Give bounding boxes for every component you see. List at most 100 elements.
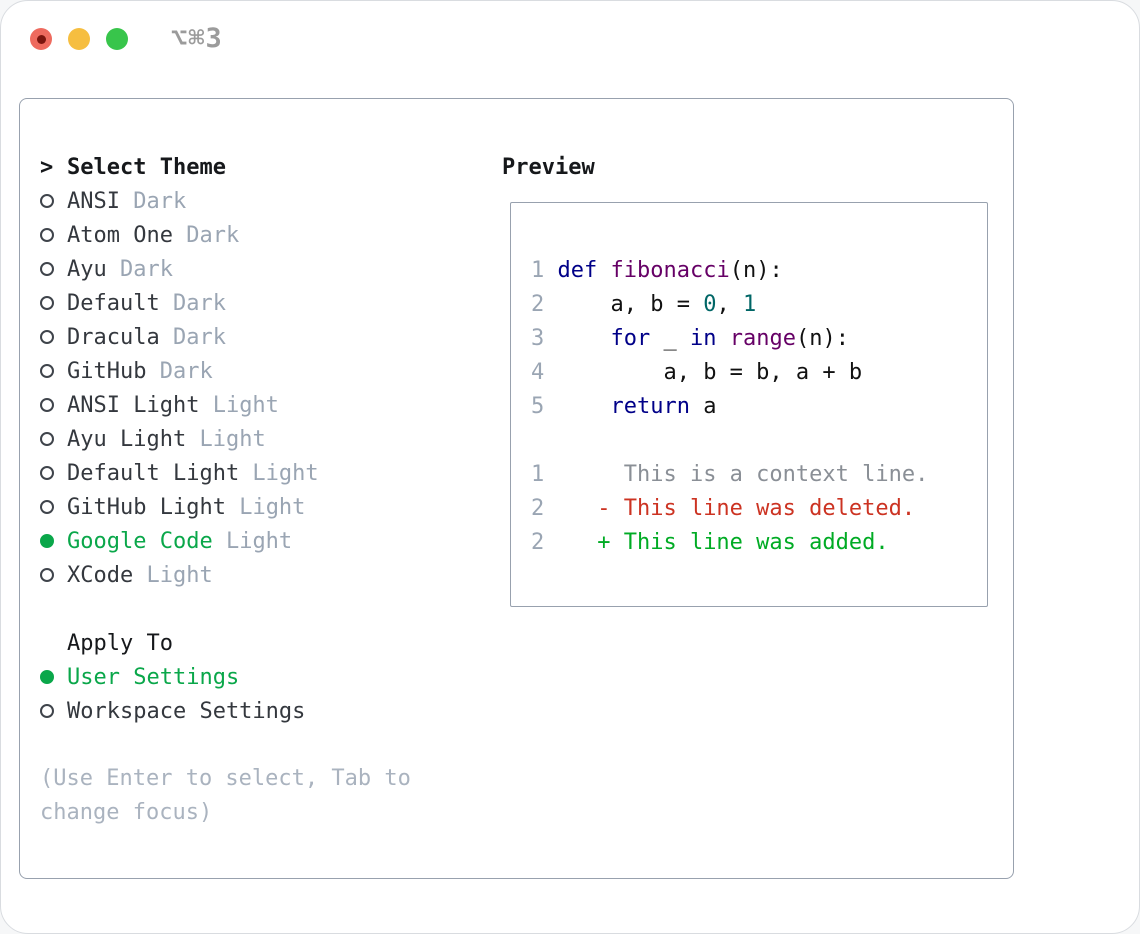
line-number: 2 xyxy=(531,495,545,521)
radio-circle xyxy=(40,670,54,684)
apply-option-label: User Settings xyxy=(67,664,240,690)
radio-icon xyxy=(40,398,67,412)
theme-item-label: XCode xyxy=(67,562,134,588)
radio-icon xyxy=(40,228,67,242)
apply-option-label: Workspace Settings xyxy=(67,698,306,724)
theme-item-label: Default xyxy=(67,290,160,316)
theme-item-github-light[interactable]: GitHub Light Light xyxy=(40,490,424,524)
close-button-dot-icon xyxy=(36,34,46,44)
minimize-button[interactable] xyxy=(68,28,90,50)
theme-item-variant: Dark xyxy=(159,324,226,350)
line-number: 1 xyxy=(531,257,558,283)
radio-circle xyxy=(40,568,54,582)
theme-item-ayu-light[interactable]: Ayu Light Light xyxy=(40,422,424,456)
radio-circle xyxy=(40,262,54,276)
theme-item-variant: Light xyxy=(199,392,279,418)
radio-icon xyxy=(40,432,67,446)
titlebar: ⌥⌘3 xyxy=(1,1,1139,77)
select-theme-title: Select Theme xyxy=(67,154,226,180)
code-segment: for xyxy=(610,325,651,351)
preview-pane: Preview 1 def fibonacci(n):2 a, b = 0, 1… xyxy=(502,150,988,607)
theme-item-default[interactable]: Default Dark xyxy=(40,286,424,320)
radio-selected-icon xyxy=(40,670,67,684)
diff-line-context: 1 This is a context line. xyxy=(531,457,987,491)
radio-icon xyxy=(40,296,67,310)
preview-header: Preview xyxy=(502,150,988,184)
theme-item-variant: Dark xyxy=(159,290,226,316)
radio-circle xyxy=(40,466,54,480)
code-segment: a, b = b, a + b xyxy=(557,359,863,385)
theme-item-github[interactable]: GitHub Dark xyxy=(40,354,424,388)
theme-item-label: Google Code xyxy=(67,528,213,554)
theme-item-ayu[interactable]: Ayu Dark xyxy=(40,252,424,286)
code-segment xyxy=(558,326,611,351)
radio-icon xyxy=(40,330,67,344)
radio-circle xyxy=(40,398,54,412)
diff-text: - This line was deleted. xyxy=(544,495,916,521)
radio-circle xyxy=(40,364,54,378)
theme-item-ansi[interactable]: ANSI Dark xyxy=(40,184,424,218)
apply-option-workspace-settings[interactable]: Workspace Settings xyxy=(40,694,424,728)
preview-title: Preview xyxy=(502,154,595,180)
code-segment: 1 xyxy=(742,291,757,317)
maximize-button[interactable] xyxy=(106,28,128,50)
code-line: 2 a, b = 0, 1 xyxy=(531,287,987,321)
code-line: 1 def fibonacci(n): xyxy=(531,253,987,287)
code-segment: return xyxy=(610,393,690,419)
spacer xyxy=(40,592,424,626)
line-number: 4 xyxy=(531,359,558,385)
select-theme-header: > Select Theme xyxy=(40,150,424,184)
theme-item-atom-one[interactable]: Atom One Dark xyxy=(40,218,424,252)
window-title: ⌥⌘3 xyxy=(171,23,223,54)
code-segment: , xyxy=(716,291,743,317)
theme-item-google-code[interactable]: Google Code Light xyxy=(40,524,424,558)
code-segment xyxy=(558,394,611,419)
radio-circle xyxy=(40,228,54,242)
code-segment: range xyxy=(729,325,796,351)
radio-icon xyxy=(40,364,67,378)
code-line: 4 a, b = b, a + b xyxy=(531,355,987,389)
theme-item-variant: Light xyxy=(212,528,293,554)
radio-circle xyxy=(40,704,54,718)
code-segment: a, b = xyxy=(557,291,704,317)
theme-item-label: GitHub Light xyxy=(67,494,226,520)
line-number: 3 xyxy=(531,325,558,351)
code-line: 3 for _ in range(n): xyxy=(531,321,987,355)
theme-item-label: Default Light xyxy=(67,460,240,486)
line-number: 1 xyxy=(531,461,545,487)
theme-item-default-light[interactable]: Default Light Light xyxy=(40,456,424,490)
radio-icon xyxy=(40,704,67,718)
theme-item-dracula[interactable]: Dracula Dark xyxy=(40,320,424,354)
radio-icon xyxy=(40,262,67,276)
code-segment: in xyxy=(689,325,717,351)
radio-icon xyxy=(40,194,67,208)
spacer xyxy=(531,423,987,457)
code-line: 5 return a xyxy=(531,389,987,423)
close-button[interactable] xyxy=(30,28,52,50)
apply-option-user-settings[interactable]: User Settings xyxy=(40,660,424,694)
radio-icon xyxy=(40,568,67,582)
theme-item-variant: Dark xyxy=(119,188,187,214)
line-number: 2 xyxy=(531,529,545,555)
theme-item-label: Ayu Light xyxy=(67,426,187,452)
theme-item-xcode[interactable]: XCode Light xyxy=(40,558,424,592)
radio-icon xyxy=(40,500,67,514)
apply-to-title: Apply To xyxy=(67,630,173,656)
line-number: 2 xyxy=(531,291,558,317)
code-segment xyxy=(597,258,610,283)
code-segment xyxy=(716,326,729,351)
cursor-indicator-icon: > xyxy=(40,154,54,180)
help-hint: (Use Enter to select, Tab to change focu… xyxy=(40,766,425,825)
radio-selected-icon xyxy=(40,534,67,548)
diff-text: This is a context line. xyxy=(544,461,929,487)
theme-item-label: Atom One xyxy=(67,222,173,248)
diff-line-added: 2 + This line was added. xyxy=(531,525,987,559)
theme-item-variant: Dark xyxy=(172,222,240,248)
code-segment: (n): xyxy=(729,257,783,283)
theme-item-ansi-light[interactable]: ANSI Light Light xyxy=(40,388,424,422)
